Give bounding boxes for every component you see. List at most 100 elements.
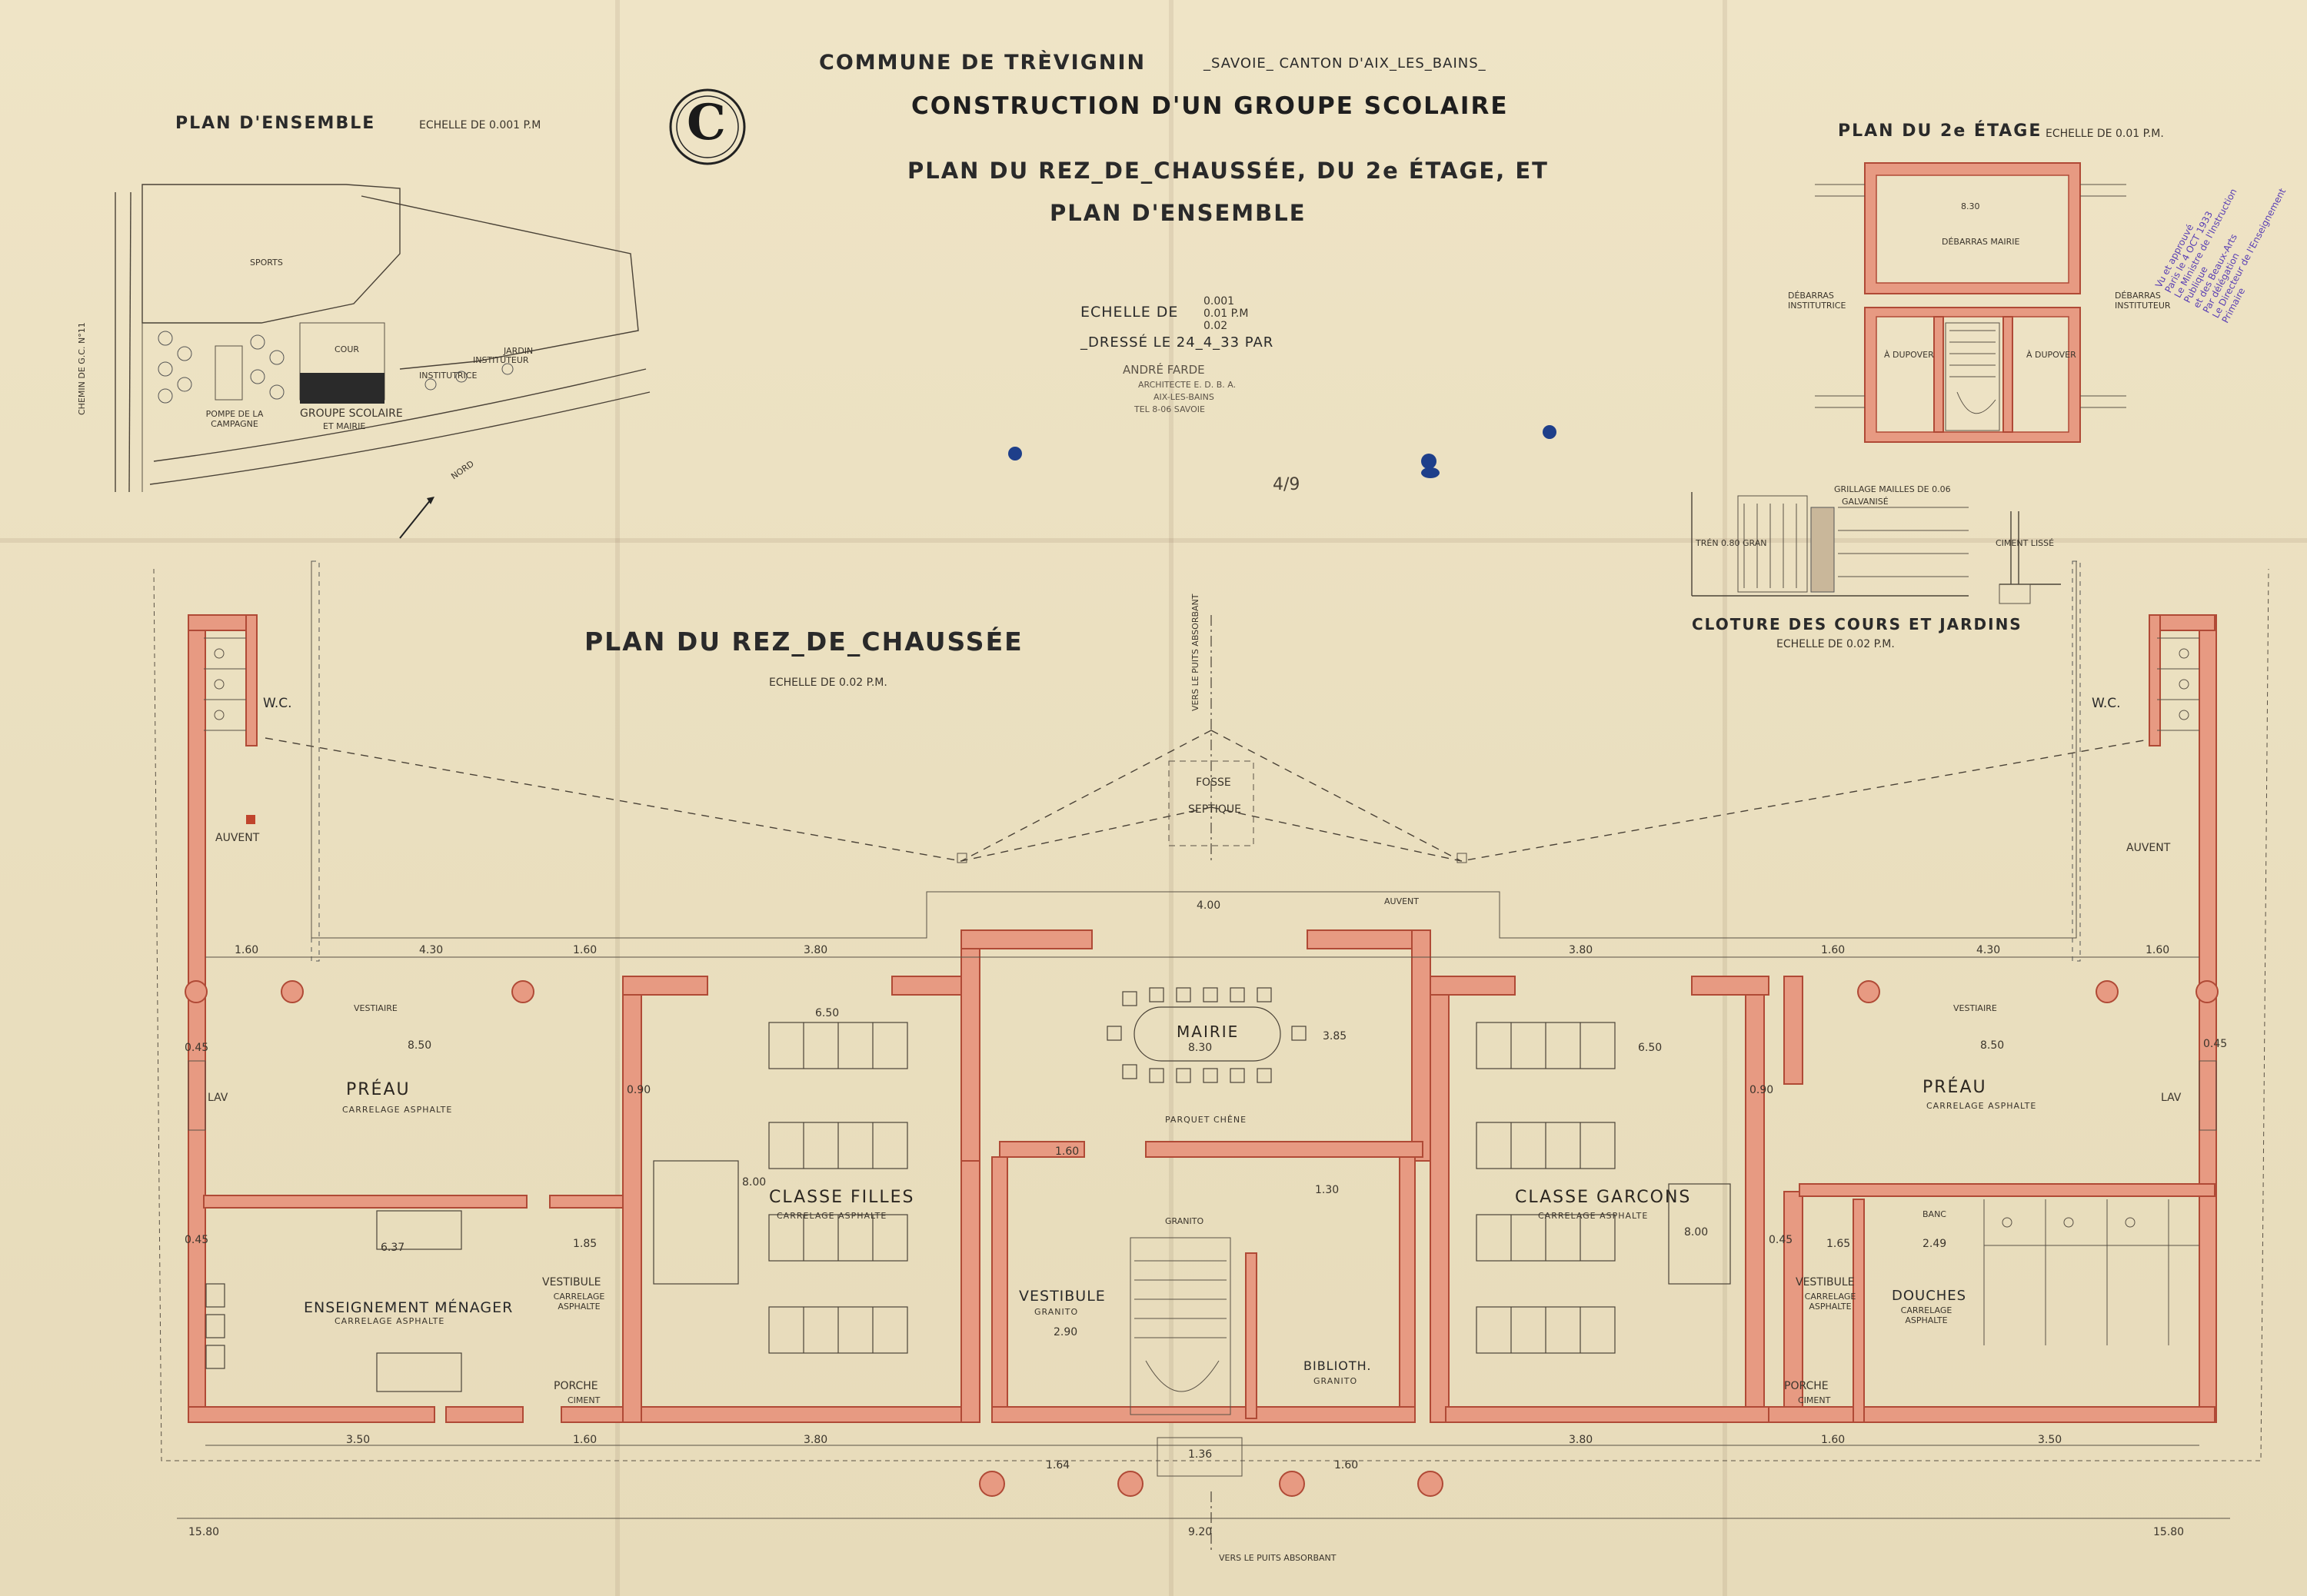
ground-floor-scale: ECHELLE DE 0.02 P.M. <box>769 677 887 689</box>
dim-637: 6.37 <box>381 1242 405 1254</box>
logo-letter: C <box>687 94 726 151</box>
header-subtitle-2: PLAN D'ENSEMBLE <box>1050 200 1307 226</box>
room-mairie-floor: PARQUET CHÊNE <box>1165 1115 1247 1125</box>
room-douches-floor: CARRELAGE ASPHALTE <box>1900 1305 1952 1325</box>
ground-floor-title: PLAN DU REZ_DE_CHAUSSÉE <box>584 627 1024 657</box>
dim-800-right: 8.00 <box>1684 1226 1709 1239</box>
room-mairie: MAIRIE <box>1177 1022 1240 1041</box>
room-classe-garcons-floor: CARRELAGE ASPHALTE <box>1538 1211 1649 1221</box>
room-vestibule-right-floor: CARRELAGE ASPHALTE <box>1804 1292 1856 1312</box>
room-porche-left-floor: CIMENT <box>568 1395 601 1405</box>
room-debarras-institutrice: DÉBARRAS INSTITUTRICE <box>1788 291 1846 311</box>
ink-stains <box>1008 425 1556 478</box>
room-debarras-mairie: DÉBARRAS MAIRIE <box>1942 237 2020 247</box>
dim-249: 2.49 <box>1922 1238 1947 1250</box>
dim-830-mairie: 8.30 <box>1188 1042 1213 1054</box>
dim-160-tl2: 1.60 <box>573 944 598 956</box>
room-douches: DOUCHES <box>1892 1288 1967 1304</box>
label-vers-puits-top: VERS LE PUITS ABSORBANT <box>1190 594 1200 711</box>
site-label-mairie: ET MAIRIE <box>323 421 366 431</box>
room-vestibule-left-floor: CARRELAGE ASPHALTE <box>553 1292 605 1312</box>
dim-160-tr: 1.60 <box>1821 944 1846 956</box>
site-label-pompe: POMPE DE LA CAMPAGNE <box>205 409 264 429</box>
label-auvent-right: AUVENT <box>2126 842 2171 854</box>
label-wc-right: W.C. <box>2092 696 2121 711</box>
dim-350-left: 3.50 <box>346 1434 371 1446</box>
room-classe-filles: CLASSE FILLES <box>769 1188 915 1207</box>
fold-line <box>1169 0 1173 1596</box>
room-dupover-right: À DUPOVER <box>2026 350 2076 360</box>
dim-090-left: 0.90 <box>627 1084 651 1096</box>
second-floor-scale: ECHELLE DE 0.01 P.M. <box>2046 128 2164 140</box>
dim-800-left: 8.00 <box>742 1176 767 1189</box>
architect-name: ANDRÉ FARDE <box>1123 363 1205 377</box>
dim-430-right: 4.30 <box>1976 944 2001 956</box>
site-label-institutrice: INSTITUTRICE <box>419 371 478 381</box>
room-vestibule-right: VESTIBULE <box>1796 1276 1855 1288</box>
dim-850-right: 8.50 <box>1980 1039 2005 1052</box>
label-lav-right: LAV <box>2161 1092 2182 1104</box>
fence-title: CLOTURE DES COURS ET JARDINS <box>1692 615 2022 633</box>
fence-note-galv: GALVANISÉ <box>1842 497 1889 507</box>
dim-160-br: 1.60 <box>1821 1434 1846 1446</box>
dim-380-left: 3.80 <box>804 944 828 956</box>
room-debarras-instituteur: DÉBARRAS INSTITUTEUR <box>2115 291 2171 311</box>
label-granito-stair: GRANITO <box>1165 1216 1204 1226</box>
dim-160-bc: 1.60 <box>1334 1459 1359 1471</box>
handwritten-note: 4/9 <box>1273 475 1300 494</box>
site-label-instituteur: INSTITUTEUR <box>473 355 529 365</box>
second-floor-drawing <box>1815 162 2126 443</box>
fence-scale: ECHELLE DE 0.02 P.M. <box>1776 638 1895 650</box>
dim-290: 2.90 <box>1054 1326 1078 1338</box>
room-vestibule-main: VESTIBULE <box>1019 1288 1106 1305</box>
dim-160-tl: 1.60 <box>235 944 259 956</box>
architect-title: ARCHITECTE E. D. B. A. <box>1138 380 1237 390</box>
dim-045-right2: 0.45 <box>1769 1234 1793 1246</box>
fold-line <box>0 538 2307 543</box>
header-canton: _SAVOIE_ CANTON D'AIX_LES_BAINS_ <box>1203 55 1486 71</box>
room-preau-left-floor: CARRELAGE ASPHALTE <box>342 1105 453 1115</box>
label-auvent-left: AUVENT <box>215 832 260 844</box>
site-plan-scale: ECHELLE DE 0.001 P.M <box>419 119 541 131</box>
architect-city: AIX-LES-BAINS <box>1154 392 1214 402</box>
dim-165: 1.65 <box>1826 1238 1851 1250</box>
logo-emblem <box>669 88 746 165</box>
fence-detail-drawing <box>1691 492 2061 604</box>
room-dupover-left: À DUPOVER <box>1884 350 1934 360</box>
site-label-group: GROUPE SCOLAIRE <box>300 407 403 420</box>
room-porche-left: PORCHE <box>554 1380 598 1392</box>
site-label-jardin: JARDIN <box>504 346 534 356</box>
site-label-cour: COUR <box>335 344 360 354</box>
dim-400: 4.00 <box>1197 899 1221 912</box>
second-floor-title: PLAN DU 2e ÉTAGE <box>1838 121 2042 141</box>
room-preau-left: PRÉAU <box>346 1080 411 1099</box>
ground-floor-fixtures <box>153 561 2269 1519</box>
dim-130: 1.30 <box>1315 1184 1340 1196</box>
dim-1580-right: 15.80 <box>2153 1526 2185 1538</box>
site-label-sports: SPORTS <box>250 258 283 268</box>
site-plan-title: PLAN D'ENSEMBLE <box>175 114 376 133</box>
scale-label: ECHELLE DE <box>1080 304 1179 321</box>
dim-380-bl: 3.80 <box>804 1434 828 1446</box>
room-vestibule-left: VESTIBULE <box>542 1276 601 1288</box>
room-porche-right-floor: CIMENT <box>1798 1395 1831 1405</box>
label-septique: SEPTIQUE <box>1188 803 1241 816</box>
dim-385: 3.85 <box>1323 1030 1347 1042</box>
site-label-road: CHEMIN DE G.C. N°11 <box>77 322 87 415</box>
label-lav-left: LAV <box>208 1092 228 1104</box>
dim-045-left: 0.45 <box>185 1042 209 1054</box>
header-project: CONSTRUCTION D'UN GROUPE SCOLAIRE <box>911 92 1509 120</box>
room-preau-right-floor: CARRELAGE ASPHALTE <box>1926 1101 2037 1111</box>
fence-note-grille: GRILLAGE MAILLES DE 0.06 <box>1834 484 1951 494</box>
dim-045-left2: 0.45 <box>185 1234 209 1246</box>
label-auvent-center: AUVENT <box>1384 896 1419 906</box>
label-vers-puits-bottom: VERS LE PUITS ABSORBANT <box>1219 1553 1337 1563</box>
dim-1580-left: 15.80 <box>188 1526 220 1538</box>
room-bibliotheque-floor: GRANITO <box>1313 1376 1358 1386</box>
dim-164: 1.64 <box>1046 1459 1070 1471</box>
label-vestiaire-right: VESTIAIRE <box>1953 1003 1997 1013</box>
dim-380-right: 3.80 <box>1569 944 1593 956</box>
header-subtitle-1: PLAN DU REZ_DE_CHAUSSÉE, DU 2e ÉTAGE, ET <box>907 158 1549 184</box>
room-enseignement-menager: ENSEIGNEMENT MÉNAGER <box>304 1299 514 1316</box>
